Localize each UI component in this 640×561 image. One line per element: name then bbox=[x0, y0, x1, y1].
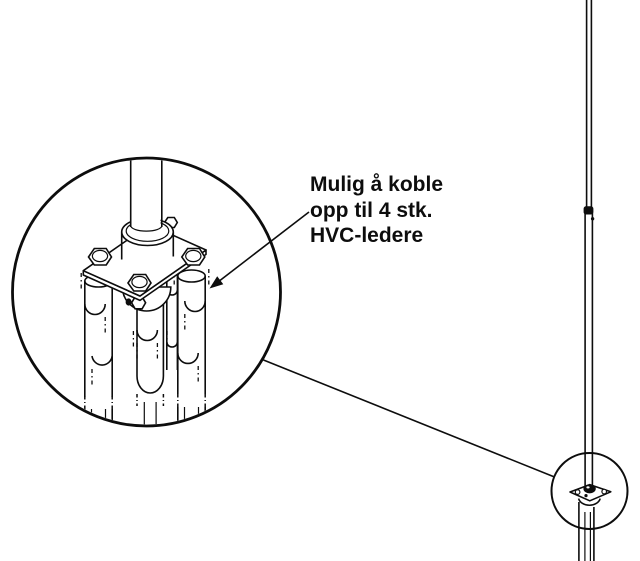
base-plate-hole-left bbox=[574, 489, 581, 496]
annotation-arrow bbox=[209, 211, 310, 289]
annotation-text: Mulig å koble opp til 4 stk. HVC-ledere bbox=[310, 173, 444, 247]
mast bbox=[577, 0, 601, 561]
base-plate-hole-right bbox=[601, 488, 608, 495]
detail-ring bbox=[11, 156, 282, 428]
bolt-front bbox=[127, 273, 152, 292]
hvc-conductor-right bbox=[173, 264, 210, 425]
base-detail-ring bbox=[550, 452, 629, 530]
mast-upper-section bbox=[585, 0, 593, 207]
arrowhead bbox=[209, 276, 224, 289]
bolt-right bbox=[180, 247, 206, 266]
hvc-conductor-middle bbox=[132, 298, 168, 425]
hvc-conductor-left bbox=[80, 268, 117, 425]
mast-base-view bbox=[550, 452, 629, 530]
detail-leader-line bbox=[263, 359, 555, 478]
boss-hole bbox=[125, 298, 132, 306]
base-plate-hub bbox=[583, 484, 596, 494]
base-plate-small bbox=[569, 483, 612, 502]
mast-middle-section bbox=[584, 213, 594, 486]
mast-lower-section bbox=[577, 498, 601, 561]
detail-view-contents bbox=[80, 159, 210, 425]
bolt-left bbox=[87, 247, 113, 266]
mast-pole bbox=[129, 159, 163, 232]
